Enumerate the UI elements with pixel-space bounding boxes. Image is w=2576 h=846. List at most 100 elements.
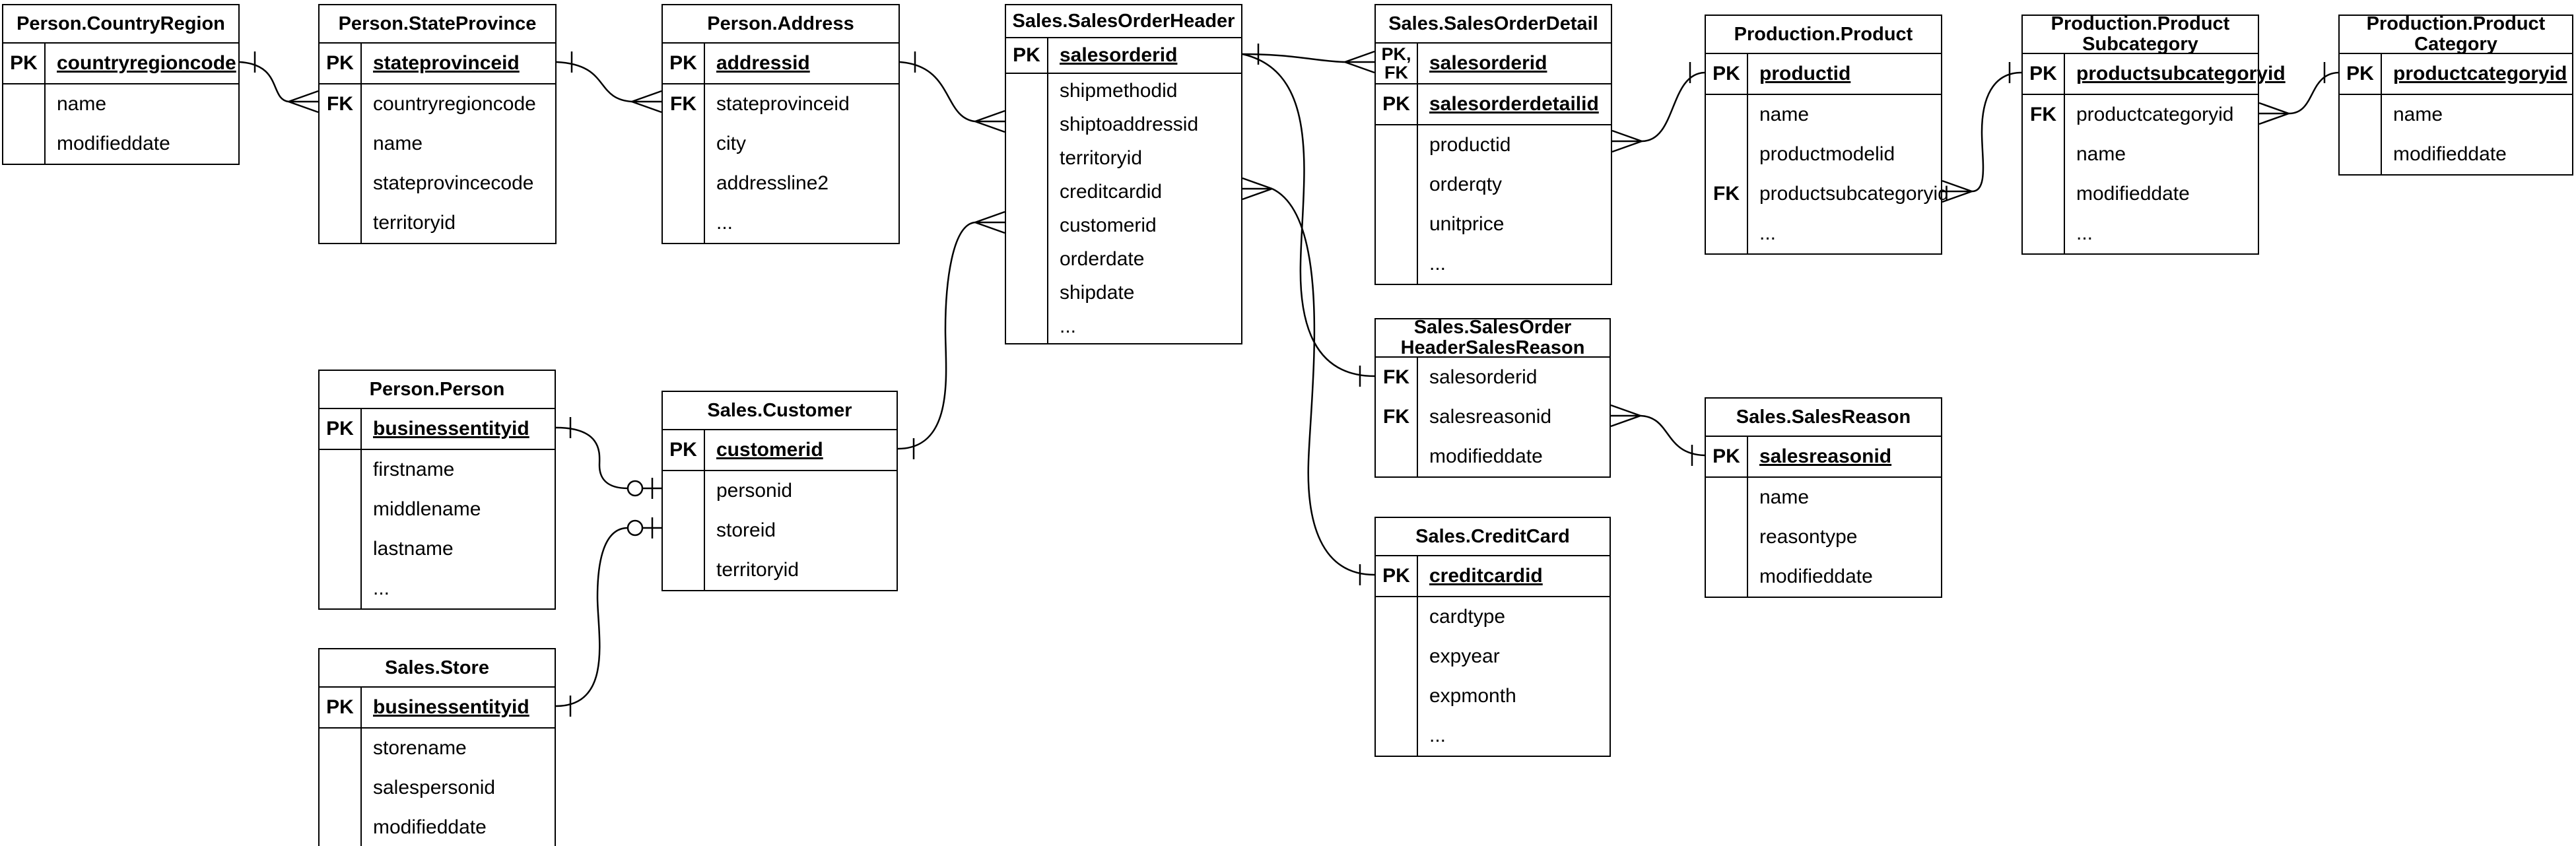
key-badge <box>1376 597 1418 637</box>
pk-field: salesorderid <box>1060 44 1178 66</box>
key-badge <box>1376 676 1418 716</box>
field-row: lastname <box>320 529 555 569</box>
pk-row: PK stateprovinceid <box>320 44 555 84</box>
field-name: modifieddate <box>1429 445 1543 467</box>
key-badge: PK <box>320 409 362 449</box>
key-badge <box>1006 276 1048 309</box>
key-badge <box>320 729 362 768</box>
table-production-productsubcategory[interactable]: Production.Product Subcategory PK produc… <box>2021 14 2286 255</box>
key-badge: FK <box>1376 397 1418 437</box>
rel-salesorderheader-sohsalesreason <box>1242 53 1375 387</box>
key-badge: FK <box>320 84 362 124</box>
pk-field: addressid <box>716 52 810 74</box>
key-badge <box>1376 637 1418 676</box>
field-row: modifieddate <box>320 808 555 846</box>
table-sales-salesorderheader[interactable]: Sales.SalesOrderHeader PK salesorderid s… <box>1005 4 1242 344</box>
table-sales-creditcard[interactable]: Sales.CreditCard PK creditcardid cardtyp… <box>1374 517 1611 757</box>
key-badge <box>2023 174 2065 214</box>
key-badge <box>1706 478 1748 517</box>
rel-product-salesorderdetail <box>1611 62 1705 153</box>
many-marker <box>2258 102 2289 125</box>
key-badge: PK <box>663 430 705 470</box>
table-sales-salesorderdetail[interactable]: Sales.SalesOrderDetail PK, FK salesorder… <box>1374 4 1612 285</box>
field-row: addressline2 <box>663 164 898 203</box>
pk-row: PK businessentityid <box>320 409 555 450</box>
field-name: ... <box>716 212 733 234</box>
key-badge <box>320 569 362 608</box>
pk-row: PK creditcardid <box>1376 556 1610 597</box>
field-name: customerid <box>1060 214 1157 236</box>
table-production-productcategory[interactable]: Production.Product Category PK productca… <box>2338 14 2573 176</box>
key-badge <box>663 471 705 511</box>
field-name: modifieddate <box>57 133 170 154</box>
field-name: salesorderid <box>1429 366 1538 388</box>
table-sales-salesorderheadersalesreason[interactable]: Sales.SalesOrder HeaderSalesReason FK sal… <box>1374 317 1611 478</box>
key-badge <box>320 203 362 243</box>
key-badge: FK <box>2023 95 2065 135</box>
many-marker <box>974 110 1005 133</box>
field-name: expyear <box>1429 645 1500 667</box>
field-row: modifieddate <box>3 124 238 164</box>
key-badge <box>1006 141 1048 175</box>
field-row: ... <box>1376 244 1611 284</box>
pk-row: PK salesorderdetailid <box>1376 84 1611 125</box>
key-badge <box>320 808 362 846</box>
table-title: Sales.SalesOrderHeader <box>1006 5 1241 38</box>
key-badge <box>1706 517 1748 557</box>
field-name: storeid <box>716 519 776 541</box>
pk-row: PK salesreasonid <box>1706 437 1941 478</box>
key-badge: PK <box>1376 84 1418 124</box>
field-name: territoryid <box>1060 146 1143 169</box>
field-row: customerid <box>1006 209 1241 242</box>
rel-salesorderheader-salesorderdetail <box>1242 44 1375 74</box>
many-marker <box>1242 177 1273 201</box>
field-row: name <box>3 84 238 124</box>
field-name: expmonth <box>1429 685 1516 707</box>
zero-marker <box>627 480 644 497</box>
table-production-product[interactable]: Production.Product PK productid name pro… <box>1705 15 1949 255</box>
table-title: Production.Product Subcategory <box>2023 14 2258 55</box>
rel-creditcard-salesorderheader <box>1242 177 1375 585</box>
rel-productcategory-productsubcategory <box>2258 62 2339 125</box>
field-row: shiptoaddressid <box>1006 108 1241 141</box>
key-badge: FK <box>663 84 705 124</box>
rel-person-customer <box>555 417 661 499</box>
table-title: Sales.SalesOrder HeaderSalesReason <box>1376 317 1610 358</box>
key-badge <box>1006 108 1048 141</box>
field-name: salesreasonid <box>1429 406 1552 428</box>
many-marker <box>1610 404 1641 428</box>
pk-field: creditcardid <box>1429 565 1543 587</box>
field-name: name <box>1759 104 1810 125</box>
table-person-countryregion[interactable]: Person.CountryRegion PK countryregioncod… <box>2 4 240 165</box>
field-row: productmodelid <box>1706 135 1941 174</box>
table-sales-salesreason[interactable]: Sales.SalesReason PK salesreasonid name … <box>1705 397 1942 598</box>
key-badge <box>320 124 362 164</box>
key-badge <box>1376 125 1418 165</box>
field-name: productid <box>1429 134 1511 156</box>
key-badge <box>663 550 705 590</box>
field-name: ... <box>2076 222 2093 244</box>
field-name: cardtype <box>1429 606 1506 628</box>
field-row: modifieddate <box>2023 174 2258 214</box>
field-row: name <box>2340 95 2572 135</box>
table-title: Person.StateProvince <box>320 5 555 44</box>
table-sales-customer[interactable]: Sales.Customer PK customerid personid st… <box>661 391 898 591</box>
table-title: Person.CountryRegion <box>3 5 238 44</box>
rel-customer-salesorderheader <box>897 211 1005 459</box>
pk-field: salesorderid <box>1429 52 1547 74</box>
key-badge <box>1706 95 1748 135</box>
table-person-stateprovince[interactable]: Person.StateProvince PK stateprovinceid … <box>318 4 557 244</box>
rel-store-customer <box>555 517 661 717</box>
table-sales-store[interactable]: Sales.Store PK businessentityid storenam… <box>318 648 556 846</box>
key-badge: PK <box>2340 54 2382 94</box>
field-name: modifieddate <box>2393 143 2507 165</box>
field-row: name <box>2023 135 2258 174</box>
table-person-person[interactable]: Person.Person PK businessentityid firstn… <box>318 370 556 610</box>
table-title: Person.Address <box>663 5 898 44</box>
field-name: ... <box>1429 725 1446 746</box>
table-title: Sales.CreditCard <box>1376 518 1610 556</box>
field-row: unitprice <box>1376 205 1611 244</box>
field-name: orderqty <box>1429 174 1503 195</box>
